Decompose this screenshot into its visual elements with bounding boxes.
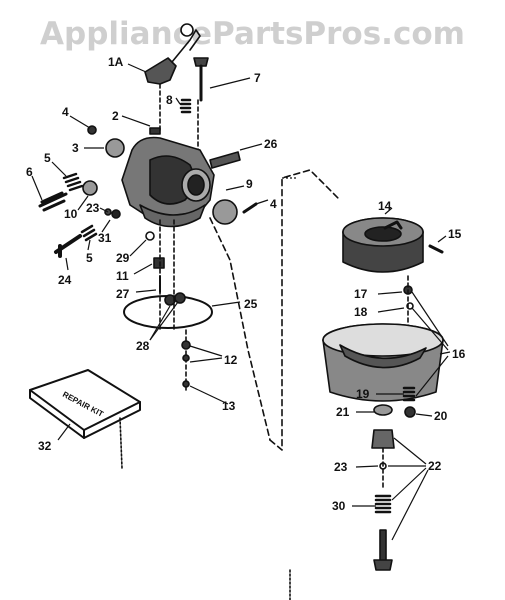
pin-11-part: [153, 257, 165, 269]
callout-28: 28: [136, 339, 150, 353]
callout-4-right: 4: [270, 197, 277, 211]
callout-5-bottom: 5: [86, 251, 93, 265]
pin-15-part: [428, 244, 444, 254]
callout-13: 13: [222, 399, 236, 413]
spring-8-part: [179, 98, 192, 114]
bolt-22-part: [371, 429, 395, 449]
callout-9: 9: [246, 177, 253, 191]
fitting-26-part: [209, 151, 241, 169]
callout-14: 14: [378, 199, 392, 213]
callout-2: 2: [112, 109, 119, 123]
callout-26: 26: [264, 137, 278, 151]
callout-16: 16: [452, 347, 466, 361]
washer-10-part: [82, 180, 98, 196]
callout-7: 7: [254, 71, 261, 85]
screw-6-part: [38, 191, 68, 212]
callout-17: 17: [354, 287, 368, 301]
callout-18: 18: [354, 305, 368, 319]
screw-7-part: [193, 57, 209, 67]
spring-19-part: [402, 386, 416, 402]
callout-20: 20: [434, 409, 448, 423]
callout-11: 11: [116, 269, 129, 283]
callout-6: 6: [26, 165, 33, 179]
callout-21: 21: [336, 405, 350, 419]
screw-24-part: [54, 234, 82, 258]
callout-12: 12: [224, 353, 238, 367]
callout-8: 8: [166, 93, 173, 107]
callout-15: 15: [448, 227, 462, 241]
spring-30-part: [374, 494, 392, 514]
callout-31: 31: [98, 231, 112, 245]
callout-5-top: 5: [44, 151, 51, 165]
callout-29: 29: [116, 251, 130, 265]
callout-25: 25: [244, 297, 258, 311]
callout-4-top: 4: [62, 105, 69, 119]
callout-1a: 1A: [108, 55, 124, 69]
callout-32: 32: [38, 439, 52, 453]
callout-22: 22: [428, 459, 442, 473]
callout-24: 24: [58, 273, 72, 287]
throttle-lever-part: [144, 57, 177, 85]
callout-23-right: 23: [334, 460, 348, 474]
watermark: AppliancePartsPros.com: [40, 16, 465, 52]
callout-27: 27: [116, 287, 130, 301]
spring-5-part: [62, 172, 84, 192]
callout-23-left: 23: [86, 201, 100, 215]
plate-9-part: [212, 199, 238, 225]
washer-3-part: [105, 138, 125, 158]
callout-10: 10: [64, 207, 78, 221]
callout-30: 30: [332, 499, 346, 513]
washer-21-part: [373, 404, 393, 416]
callout-19: 19: [356, 387, 370, 401]
callout-3: 3: [72, 141, 79, 155]
